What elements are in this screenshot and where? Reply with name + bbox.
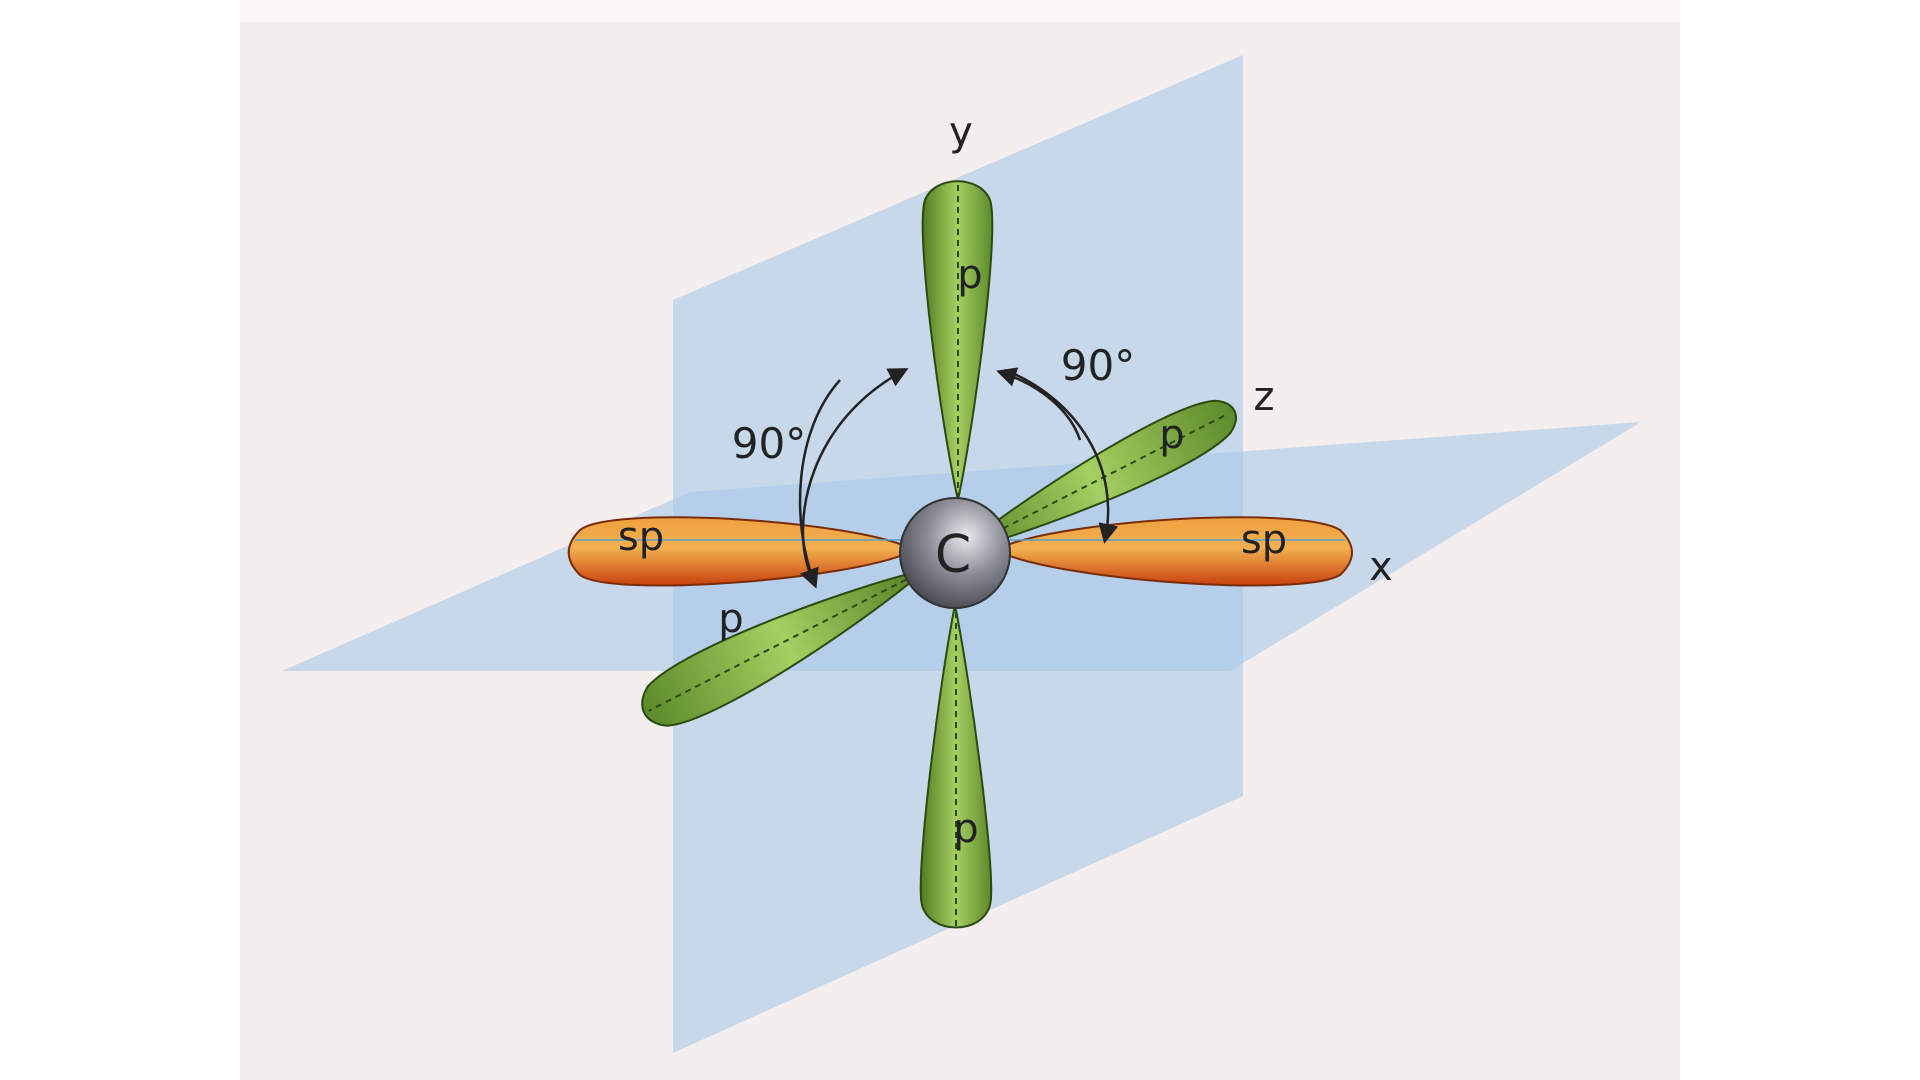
p-orbital-top bbox=[921, 180, 994, 501]
angle-arc-left-arrow bbox=[798, 379, 841, 589]
p-label-z-back: p bbox=[1159, 412, 1184, 458]
angle-label-left: 90° bbox=[732, 419, 806, 468]
sp-label-right: sp bbox=[1241, 517, 1287, 563]
p-label-top: p bbox=[957, 252, 982, 298]
sp-orbital-right bbox=[999, 516, 1353, 587]
x-axis-label: x bbox=[1369, 544, 1393, 590]
p-orbital-z-back bbox=[954, 399, 1237, 554]
z-axis-label: z bbox=[1254, 374, 1275, 420]
angle-arc-right-arrow bbox=[996, 367, 1082, 441]
sp-label-left: sp bbox=[618, 514, 664, 560]
p-label-z-front: p bbox=[718, 596, 743, 642]
p-orbital-bottom bbox=[919, 604, 993, 929]
y-axis-label: y bbox=[949, 109, 973, 155]
atom-label: C bbox=[935, 525, 971, 585]
p-label-bottom: p bbox=[953, 806, 978, 852]
page-top-band bbox=[240, 0, 1680, 22]
angle-arc-right bbox=[1004, 368, 1119, 544]
sp-orbital-left bbox=[567, 516, 911, 587]
p-orbital-z-front bbox=[641, 568, 929, 727]
angle-label-right: 90° bbox=[1061, 341, 1135, 390]
carbon-atom bbox=[899, 497, 1011, 609]
